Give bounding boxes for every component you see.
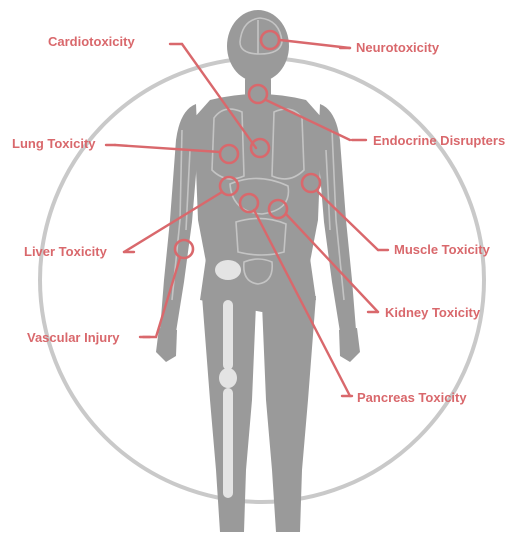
- hip-joint: [215, 260, 241, 280]
- right-arm: [318, 104, 356, 332]
- right-hand: [339, 328, 360, 362]
- human-silhouette: [156, 10, 360, 532]
- label-endocrine-disrupters: Endocrine Disrupters: [373, 133, 505, 149]
- label-pancreas-toxicity: Pancreas Toxicity: [357, 390, 467, 406]
- label-vascular-injury: Vascular Injury: [27, 330, 120, 346]
- label-lung-toxicity: Lung Toxicity: [12, 136, 96, 152]
- femur: [223, 300, 233, 370]
- label-liver-toxicity: Liver Toxicity: [24, 244, 107, 260]
- left-hand: [156, 328, 177, 362]
- label-neurotoxicity: Neurotoxicity: [356, 40, 439, 56]
- label-muscle-toxicity: Muscle Toxicity: [394, 242, 490, 258]
- knee-joint: [219, 368, 237, 388]
- tibia: [223, 388, 233, 498]
- label-cardiotoxicity: Cardiotoxicity: [48, 34, 135, 50]
- label-kidney-toxicity: Kidney Toxicity: [385, 305, 480, 321]
- line-neurotoxicity: [280, 40, 350, 48]
